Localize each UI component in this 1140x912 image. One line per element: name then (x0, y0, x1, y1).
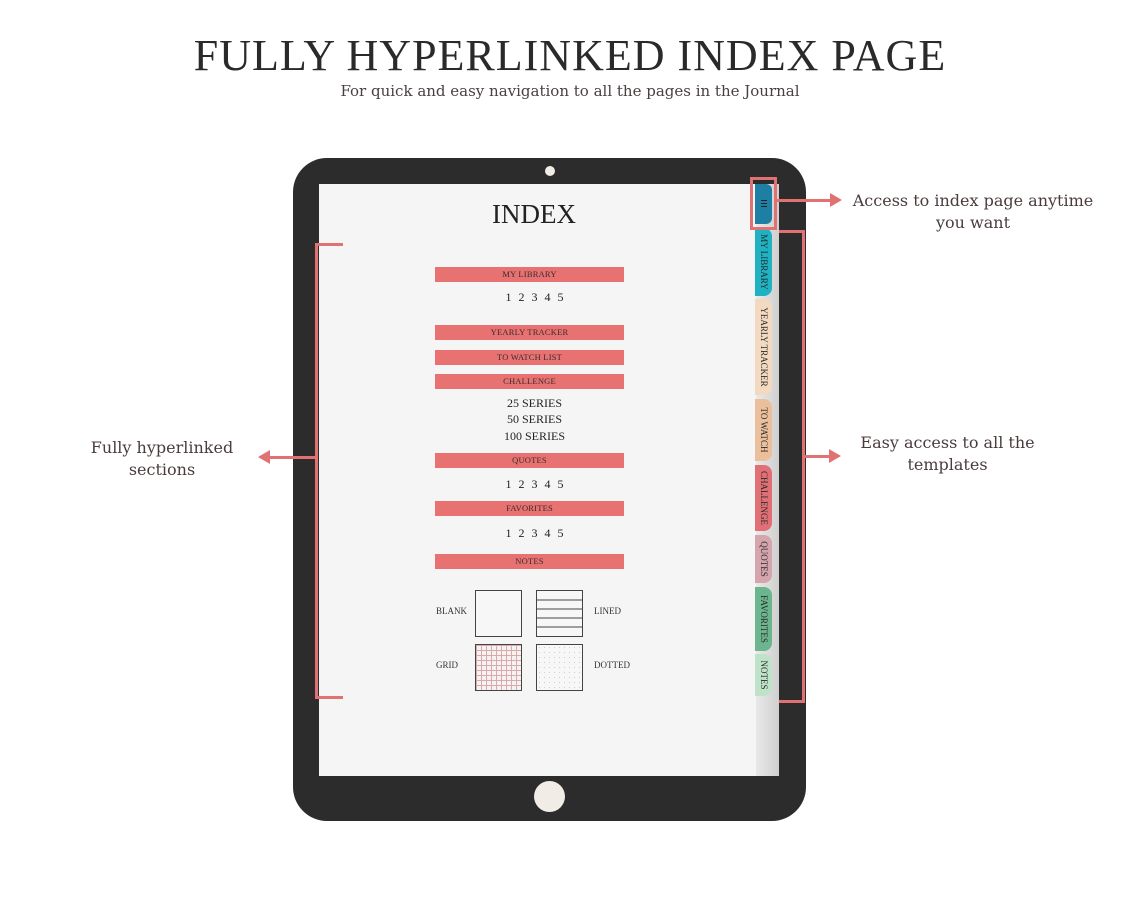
template-grid-thumbnail[interactable] (475, 644, 522, 691)
section-link-favorites[interactable]: FAVORITES (435, 501, 624, 516)
callout-line: sections (128, 460, 196, 479)
bracket-top (779, 230, 805, 233)
callout-line: Fully hyperlinked (90, 438, 234, 457)
index-title: INDEX (492, 199, 576, 229)
bracket-top (315, 243, 343, 246)
page-link[interactable]: 4 (544, 526, 551, 540)
callout-line: templates (907, 455, 988, 474)
tab-to-watch[interactable]: TO WATCH (755, 399, 772, 461)
page-link[interactable]: 5 (557, 477, 564, 491)
tab-label: MY LIBRARY (758, 234, 769, 290)
highlight-frame-right (774, 177, 777, 230)
page-link[interactable]: 4 (544, 290, 551, 304)
page-link[interactable]: 3 (531, 526, 538, 540)
tab-quotes[interactable]: QUOTES (755, 535, 772, 583)
arrow-left-icon (258, 450, 270, 464)
page-link[interactable]: 1 (505, 477, 512, 491)
menu-icon-line (761, 206, 767, 207)
tab-label: NOTES (758, 660, 769, 690)
highlight-frame-left (750, 177, 753, 230)
tab-label: FAVORITES (758, 595, 769, 643)
highlight-frame-top (750, 177, 777, 180)
template-label-blank: BLANK (436, 606, 467, 616)
tab-label: QUOTES (758, 541, 769, 577)
template-blank-thumbnail[interactable] (475, 590, 522, 637)
tab-yearly-tracker[interactable]: YEARLY TRACKER (755, 299, 772, 395)
page-link[interactable]: 1 (505, 290, 512, 304)
tab-label: CHALLENGE (758, 471, 769, 525)
tab-my-library[interactable]: MY LIBRARY (755, 228, 772, 296)
arrow-line (805, 455, 832, 458)
bracket-bottom (315, 696, 343, 699)
tab-label: TO WATCH (758, 407, 769, 453)
page-link[interactable]: 2 (518, 526, 525, 540)
callout-sections: Fully hyperlinked sections (62, 437, 262, 481)
template-label-grid: GRID (436, 660, 458, 670)
callout-line: Easy access to all the (860, 433, 1035, 452)
challenge-link-50[interactable]: 50 SERIES (506, 412, 562, 426)
menu-icon (761, 200, 767, 201)
page-link[interactable]: 2 (518, 290, 525, 304)
favorites-page-links: 1 2 3 4 5 (435, 526, 634, 541)
section-link-challenge[interactable]: CHALLENGE (435, 374, 624, 389)
challenge-link-25[interactable]: 25 SERIES (506, 396, 562, 410)
arrow-right-icon (829, 449, 841, 463)
section-link-my-library[interactable]: MY LIBRARY (435, 267, 624, 282)
page-headline: FULLY HYPERLINKED INDEX PAGE (193, 31, 947, 80)
page-link[interactable]: 3 (531, 477, 538, 491)
page-link[interactable]: 2 (518, 477, 525, 491)
template-label-dotted: DOTTED (594, 660, 630, 670)
tab-notes[interactable]: NOTES (755, 654, 772, 696)
section-link-notes[interactable]: NOTES (435, 554, 624, 569)
section-link-yearly-tracker[interactable]: YEARLY TRACKER (435, 325, 624, 340)
my-library-page-links: 1 2 3 4 5 (435, 290, 634, 305)
callout-index-access: Access to index page anytime you want (838, 190, 1108, 234)
template-lined-thumbnail[interactable] (536, 590, 583, 637)
callout-line: you want (935, 213, 1011, 232)
page-link[interactable]: 5 (557, 290, 564, 304)
page-link[interactable]: 4 (544, 477, 551, 491)
index-menu-tab[interactable] (755, 184, 772, 224)
page-link[interactable]: 1 (505, 526, 512, 540)
tab-favorites[interactable]: FAVORITES (755, 587, 772, 651)
arrow-right-icon (830, 193, 842, 207)
page-subtitle: For quick and easy navigation to all the… (340, 82, 800, 100)
lined-pattern (537, 599, 582, 628)
home-button[interactable] (534, 781, 565, 812)
template-dotted-thumbnail[interactable] (536, 644, 583, 691)
section-link-to-watch-list[interactable]: TO WATCH LIST (435, 350, 624, 365)
callout-templates: Easy access to all the templates (835, 432, 1060, 476)
arrow-line (269, 456, 315, 459)
bracket-bottom (779, 700, 805, 703)
menu-icon-line (761, 203, 767, 204)
tab-challenge[interactable]: CHALLENGE (755, 465, 772, 531)
camera-icon (545, 166, 555, 176)
page-link[interactable]: 5 (557, 526, 564, 540)
template-label-lined: LINED (594, 606, 621, 616)
quotes-page-links: 1 2 3 4 5 (435, 477, 634, 492)
page-link[interactable]: 3 (531, 290, 538, 304)
section-link-quotes[interactable]: QUOTES (435, 453, 624, 468)
highlight-frame-bottom (750, 227, 777, 230)
tab-label: YEARLY TRACKER (758, 307, 769, 387)
arrow-line (777, 199, 833, 202)
bracket-spine (315, 243, 318, 699)
callout-line: Access to index page anytime (852, 191, 1094, 210)
bracket-spine (802, 230, 805, 703)
challenge-link-100[interactable]: 100 SERIES (503, 429, 565, 443)
